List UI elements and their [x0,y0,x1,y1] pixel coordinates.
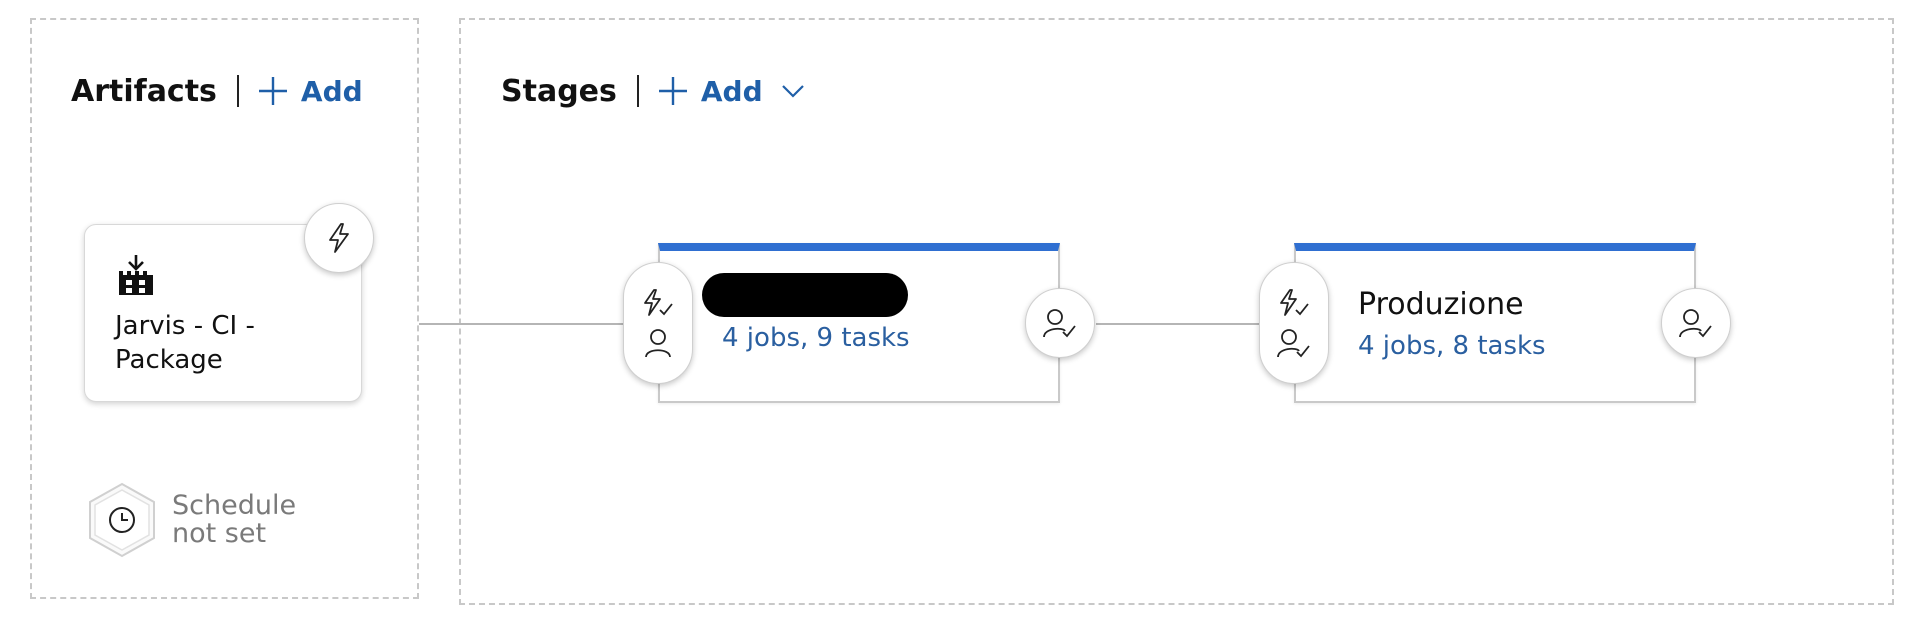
schedule-label-line1: Schedule [172,490,297,521]
pre-deployment-conditions-button[interactable] [1259,262,1329,384]
trigger-check-icon [1278,288,1310,318]
add-artifact-button[interactable]: Add [257,75,363,108]
post-deployment-conditions-button[interactable] [1025,288,1095,358]
stage-name: Produzione [1358,287,1524,322]
artifacts-panel [30,18,419,599]
add-stage-button[interactable]: Add [657,75,805,108]
stage-summary-link[interactable]: 4 jobs, 9 tasks [722,323,910,353]
build-artifact-icon [117,255,155,295]
trigger-check-icon [642,288,674,318]
lightning-icon [326,222,352,254]
plus-icon [657,75,689,107]
stages-panel [459,18,1894,605]
stages-header: Stages Add [501,66,805,116]
header-separator [236,75,239,107]
add-artifact-label: Add [300,74,363,108]
person-check-icon [1679,308,1713,338]
schedule-label-line2: not set [172,518,267,549]
person-check-icon [1043,308,1077,338]
stage-card[interactable]: 4 jobs, 9 tasks [658,243,1060,403]
continuous-deployment-trigger-button[interactable] [304,203,374,273]
schedule-trigger[interactable]: Schedule not set [86,482,296,558]
clock-icon [86,482,158,558]
redacted-stage-name [702,273,908,317]
pre-deployment-conditions-button[interactable] [623,262,693,384]
artifacts-header: Artifacts Add [71,66,363,116]
stages-title: Stages [501,73,617,109]
person-check-icon [1277,328,1311,358]
artifact-name: Jarvis - CI - Package [115,311,255,375]
artifact-card[interactable]: Jarvis - CI - Package [84,224,362,402]
post-deployment-conditions-button[interactable] [1661,288,1731,358]
schedule-label: Schedule not set [172,492,296,548]
add-stage-label: Add [700,74,763,108]
header-separator [636,75,639,107]
person-icon [644,328,672,358]
chevron-down-icon[interactable] [781,83,805,99]
stage-to-stage-connector [1096,323,1262,325]
stage-card[interactable]: Produzione 4 jobs, 8 tasks [1294,243,1696,403]
artifacts-title: Artifacts [71,73,217,109]
artifact-to-stage-connector [419,323,625,325]
plus-icon [257,75,289,107]
stage-summary-link[interactable]: 4 jobs, 8 tasks [1358,331,1546,361]
